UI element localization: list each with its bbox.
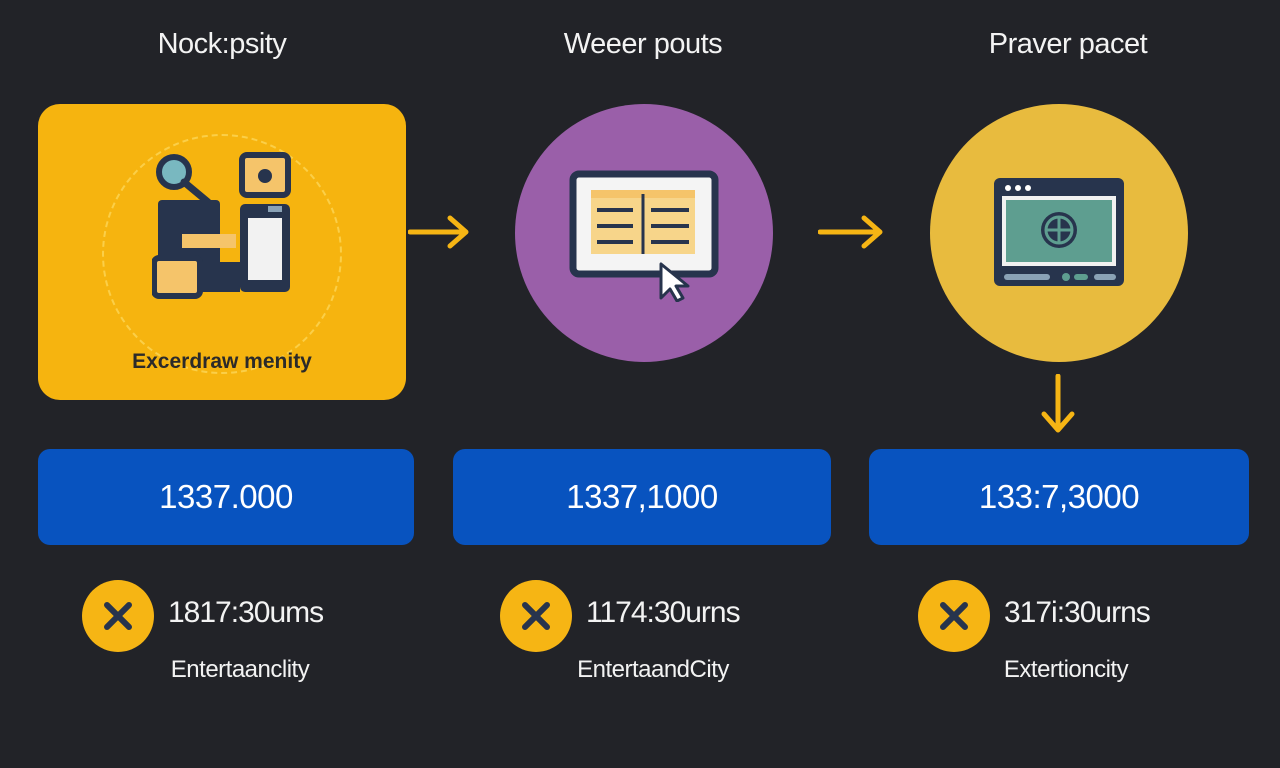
tools-machine-icon [152, 152, 291, 299]
step-2-metric: 1174:30urns [586, 596, 741, 629]
close-x-icon [918, 580, 990, 652]
arrow-right-icon [818, 215, 883, 249]
step-3-label: Extertioncity [1003, 656, 1129, 683]
arrow-right-icon [408, 215, 469, 249]
close-x-icon [500, 580, 572, 652]
step-3-metric: 317i:30urns [1004, 596, 1151, 629]
laptop-globe-icon [994, 178, 1124, 286]
step-2-label: EntertaandCity [577, 656, 729, 683]
step-2-title: Weeer pouts [563, 28, 723, 60]
close-x-icon [82, 580, 154, 652]
step-1-metric: 1817:30ums [168, 596, 324, 629]
step-1-value-box: 1337.000 [38, 449, 414, 545]
step-1-title: Nock:psity [157, 28, 287, 60]
step-3-card [930, 104, 1188, 362]
step-2-card [515, 104, 773, 362]
browser-window-cursor-icon [569, 170, 719, 302]
step-1-label: Entertaanclity [170, 656, 310, 683]
step-2-value-box: 1337,1000 [453, 449, 831, 545]
step-1-card: Excerdraw menity [38, 104, 406, 400]
step-1-caption: Excerdraw menity [132, 350, 312, 373]
step-3-title: Praver pacet [988, 28, 1148, 60]
arrow-down-icon [1041, 374, 1075, 433]
step-3-value-box: 133:7,3000 [869, 449, 1249, 545]
glow-ring [102, 134, 342, 374]
